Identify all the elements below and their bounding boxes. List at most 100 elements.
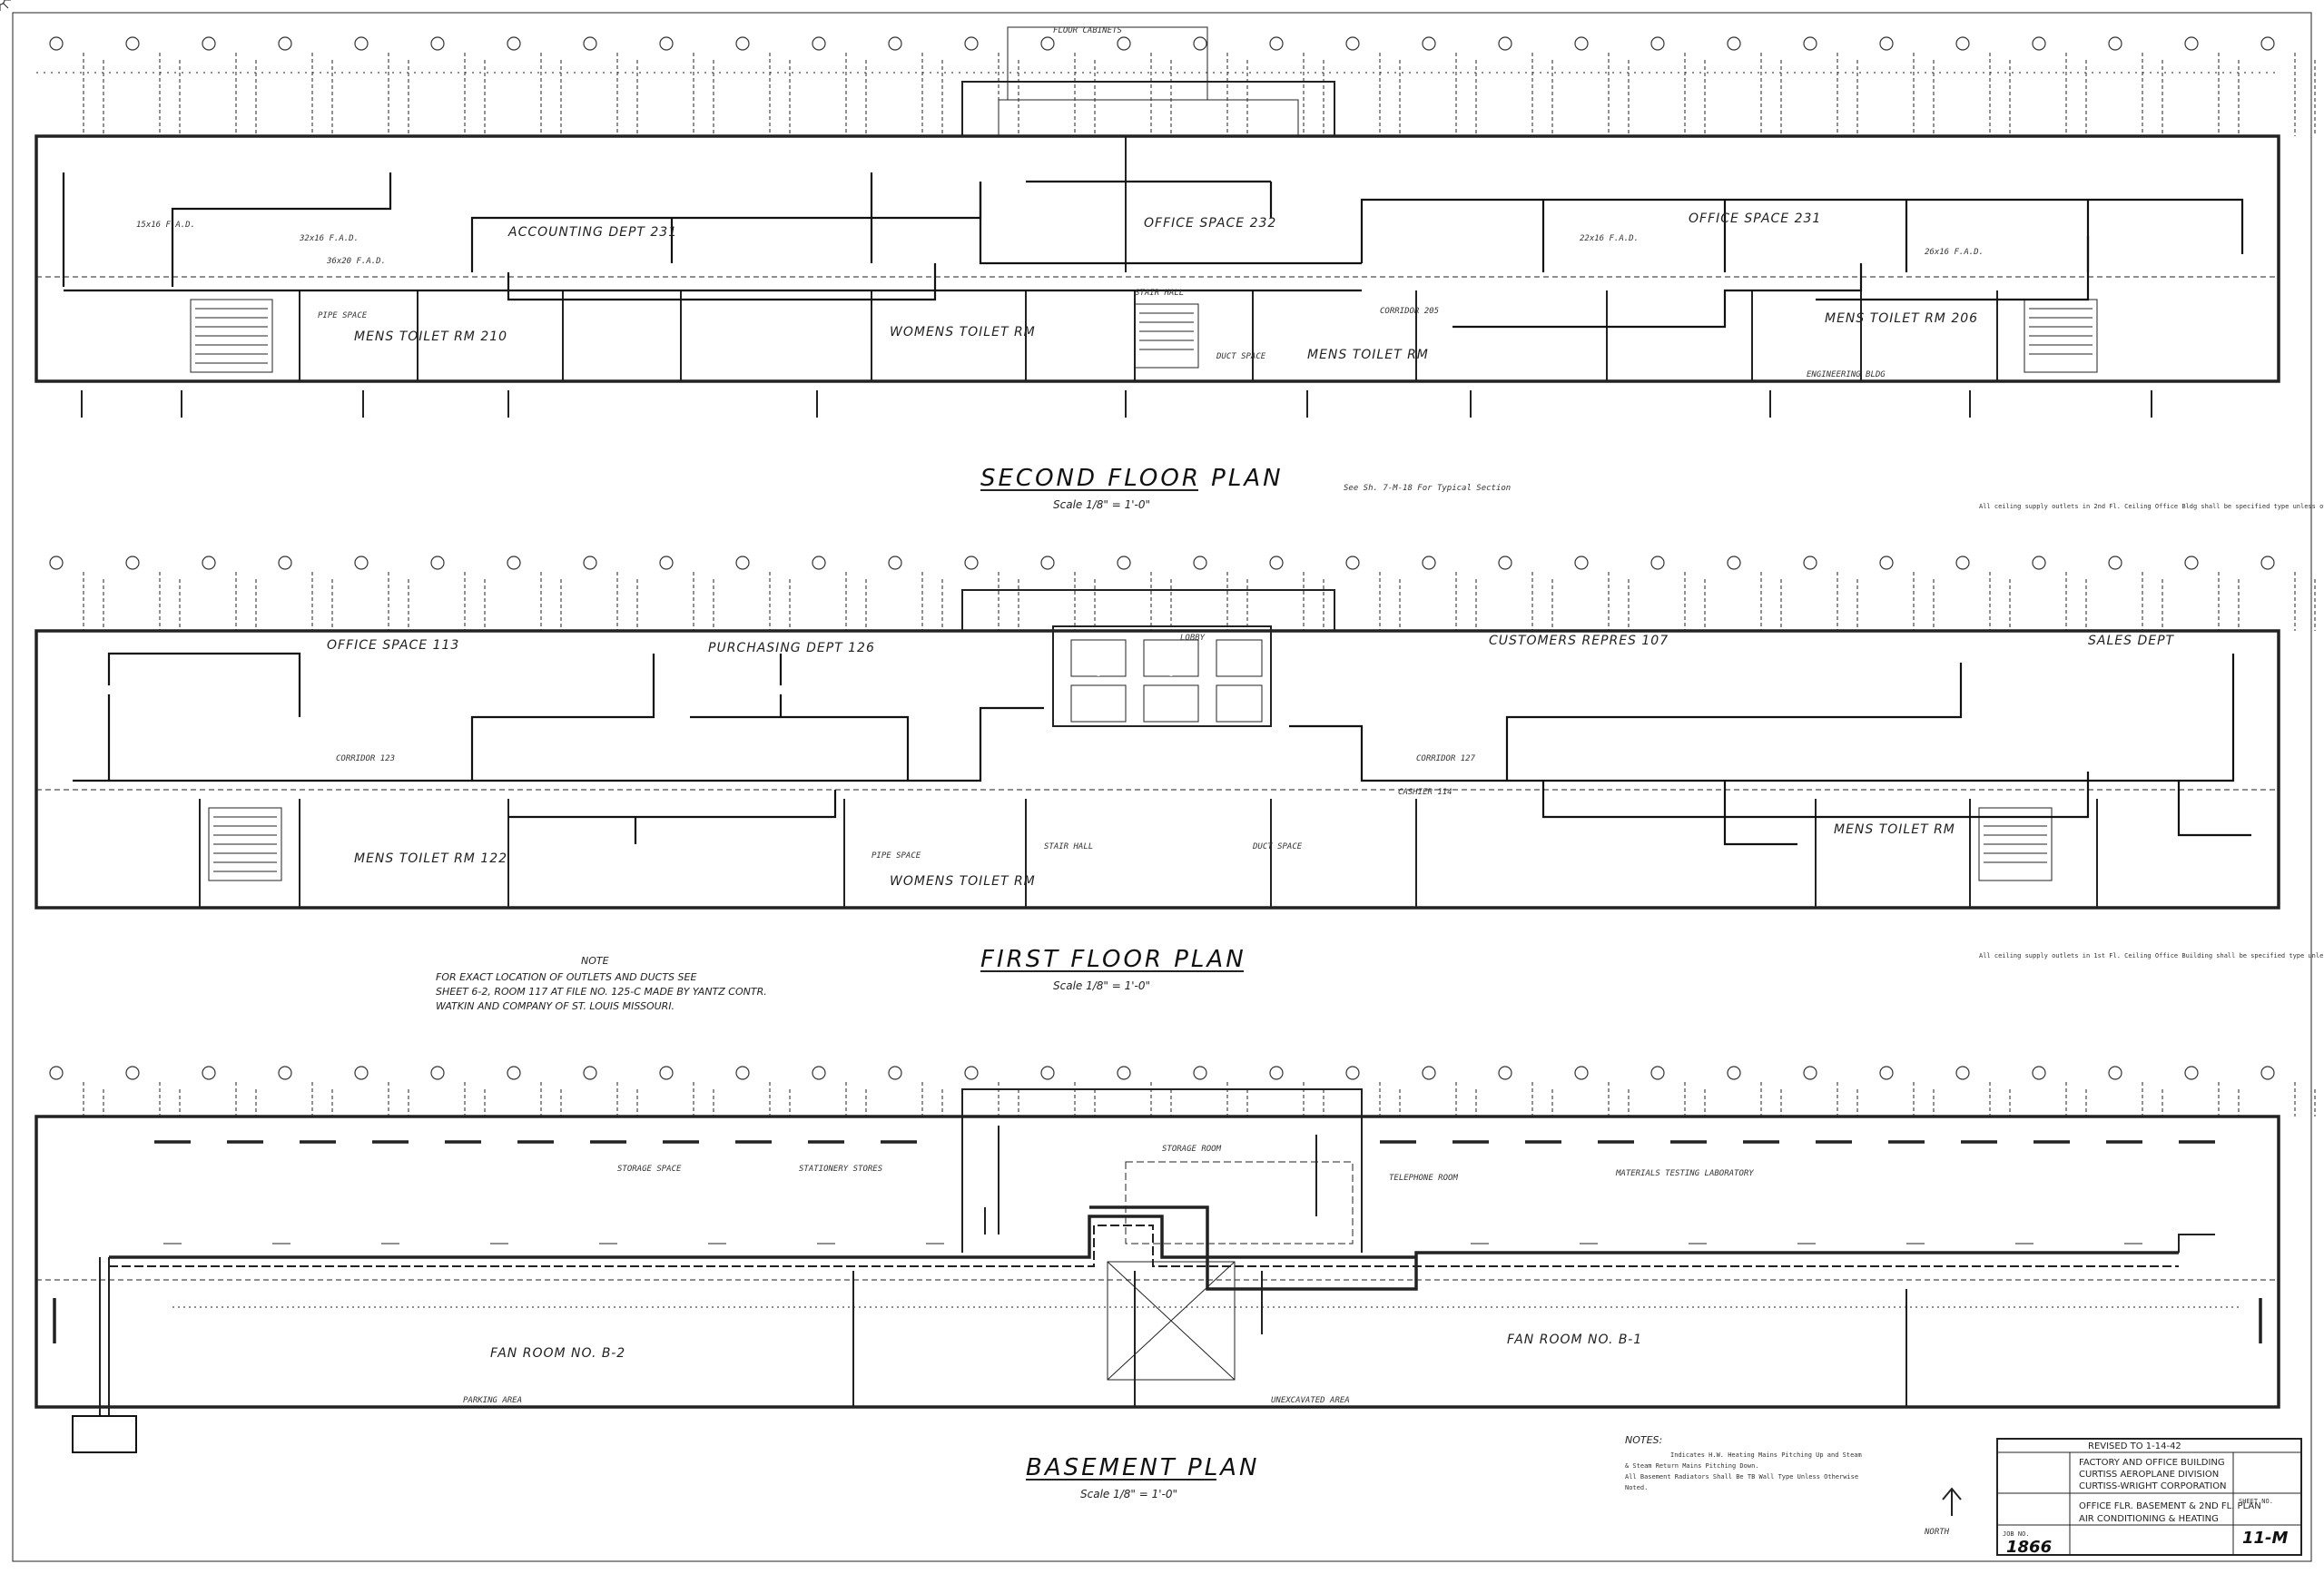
duct-label: 15x16 F.A.D. xyxy=(136,221,195,230)
column-grid-bubble xyxy=(430,36,445,51)
column-grid-bubble xyxy=(1727,36,1741,51)
duct-label: 32x16 F.A.D. xyxy=(299,234,359,243)
plan-title: BASEMENT PLAN xyxy=(1026,1454,1259,1481)
note-line: WATKIN AND COMPANY OF ST. LOUIS MISSOURI… xyxy=(436,1000,675,1012)
note-line: FOR EXACT LOCATION OF OUTLETS AND DUCTS … xyxy=(436,971,696,983)
column-grid-bubble xyxy=(1727,556,1741,570)
plan-scale: Scale 1/8" = 1'-0" xyxy=(1080,1488,1177,1500)
column-grid-bubble xyxy=(430,1066,445,1080)
first-floor-plan: OFFICE SPACE 113 PURCHASING DEPT 126 LOB… xyxy=(34,589,2280,1012)
room-label: PARKING AREA xyxy=(463,1396,522,1405)
column-grid-bubble xyxy=(659,36,674,51)
section-note: See Sh. 7-M-18 For Typical Section xyxy=(1344,484,1511,493)
room-label: SALES DEPT xyxy=(2088,634,2175,648)
room-label: ACCOUNTING DEPT 231 xyxy=(507,225,677,240)
right-note: All ceiling supply outlets in 1st Fl. Ce… xyxy=(1979,952,2324,959)
column-grid-bubble xyxy=(354,1066,369,1080)
room-label: OFFICE SPACE 231 xyxy=(1689,212,1821,226)
column-grid-bubble xyxy=(1879,1066,1894,1080)
room-label: WOMENS TOILET RM xyxy=(890,874,1036,889)
column-grid-bubble xyxy=(812,556,826,570)
column-grid-bubble xyxy=(2260,1066,2275,1080)
column-grid-bubble xyxy=(1727,1066,1741,1080)
column-grid-bubble xyxy=(507,36,521,51)
plan-scale: Scale 1/8" = 1'-0" xyxy=(1053,979,1150,992)
column-grid-bubble xyxy=(354,36,369,51)
title-line: OFFICE FLR. BASEMENT & 2ND FL. PLAN xyxy=(2079,1501,2261,1511)
room-label: CASHIER 114 xyxy=(1398,788,1452,797)
column-grid-bubble xyxy=(2032,556,2046,570)
column-grid-bubble xyxy=(1422,556,1436,570)
room-label: FAN ROOM NO. B-2 xyxy=(490,1346,625,1361)
plan-title: SECOND FLOOR PLAN xyxy=(980,465,1284,492)
title-line: CURTISS-WRIGHT CORPORATION xyxy=(2079,1481,2227,1491)
title-line: AIR CONDITIONING & HEATING xyxy=(2079,1514,2219,1524)
column-grid-bubble xyxy=(1574,36,1589,51)
room-label: STATIONERY STORES xyxy=(799,1165,883,1174)
column-grid-bubble xyxy=(1117,556,1131,570)
column-grid-bubble xyxy=(1117,36,1131,51)
column-grid-bubble xyxy=(1955,556,1970,570)
column-grid-bubble xyxy=(1269,36,1284,51)
column-grid-bubble xyxy=(49,36,64,51)
right-note: All ceiling supply outlets in 2nd Fl. Ce… xyxy=(1979,503,2324,510)
column-grid-bubble xyxy=(1345,556,1360,570)
column-grid-bubble xyxy=(1269,1066,1284,1080)
revised-date: REVISED TO 1-14-42 xyxy=(2088,1441,2181,1451)
column-grid-bubble xyxy=(812,1066,826,1080)
column-grid-bubble xyxy=(1193,1066,1207,1080)
column-grid-bubble xyxy=(354,556,369,570)
note-heading: NOTE xyxy=(581,955,609,967)
column-grid-bubble xyxy=(2184,1066,2199,1080)
title-line: CURTISS AEROPLANE DIVISION xyxy=(2079,1470,2219,1480)
room-label: CORRIDOR 127 xyxy=(1416,754,1476,763)
room-label: UNEXCAVATED AREA xyxy=(1271,1396,1350,1405)
column-grid-bubble xyxy=(1574,1066,1589,1080)
column-grid-bubble xyxy=(1498,556,1512,570)
column-grid-bubble xyxy=(125,36,140,51)
notes-line: Indicates H.W. Heating Mains Pitching Up… xyxy=(1670,1451,1862,1459)
basement-plan: STORAGE SPACE STATIONERY STORES STORAGE … xyxy=(34,1088,2280,1537)
column-grid-bubble xyxy=(2260,556,2275,570)
column-grid-bubble xyxy=(1040,1066,1055,1080)
room-label: MATERIALS TESTING LABORATORY xyxy=(1615,1169,1754,1178)
column-grid-bubble xyxy=(2184,36,2199,51)
column-grid-bubble xyxy=(659,1066,674,1080)
column-grid-row xyxy=(49,556,2316,631)
column-grid-bubble xyxy=(1803,36,1817,51)
column-grid-bubble xyxy=(888,36,902,51)
room-label: OFFICE SPACE 232 xyxy=(1144,216,1276,231)
column-grid-bubble xyxy=(125,556,140,570)
column-grid-bubble xyxy=(1650,1066,1665,1080)
column-grid-bubble xyxy=(1498,36,1512,51)
note-line: SHEET 6-2, ROOM 117 AT FILE NO. 125-C MA… xyxy=(436,986,767,998)
column-grid-bubble xyxy=(430,556,445,570)
sheet-number: 11-M xyxy=(2242,1529,2289,1548)
floor-cabinets-label: FLOOR CABINETS xyxy=(1053,26,1122,35)
column-grid-bubble xyxy=(1117,1066,1131,1080)
room-label: MENS TOILET RM 206 xyxy=(1825,311,1978,326)
column-grid-bubble xyxy=(888,556,902,570)
north-arrow-icon xyxy=(1942,1487,1962,1516)
column-grid-bubble xyxy=(507,556,521,570)
north-label: NORTH xyxy=(1924,1528,1950,1537)
notes-heading: NOTES: xyxy=(1625,1434,1662,1446)
column-grid-bubble xyxy=(735,556,750,570)
room-label: STAIR HALL xyxy=(1135,289,1184,298)
column-grid-bubble xyxy=(2260,36,2275,51)
column-grid-bubble xyxy=(1955,36,1970,51)
column-grid-bubble xyxy=(125,1066,140,1080)
column-grid-bubble xyxy=(583,556,597,570)
room-label: PURCHASING DEPT 126 xyxy=(708,641,875,655)
plan-title: FIRST FLOOR PLAN xyxy=(980,946,1246,973)
room-label: MENS TOILET RM xyxy=(1834,822,1955,837)
column-grid-bubble xyxy=(735,1066,750,1080)
column-grid-bubble xyxy=(812,36,826,51)
column-grid-row xyxy=(49,1066,2316,1117)
column-grid-bubble xyxy=(1345,36,1360,51)
room-label: STORAGE SPACE xyxy=(617,1165,682,1174)
second-floor-plan: FLOOR CABINETS xyxy=(0,0,2280,511)
column-grid-bubble xyxy=(735,36,750,51)
column-grid-bubble xyxy=(1269,556,1284,570)
column-grid-bubble xyxy=(1345,1066,1360,1080)
